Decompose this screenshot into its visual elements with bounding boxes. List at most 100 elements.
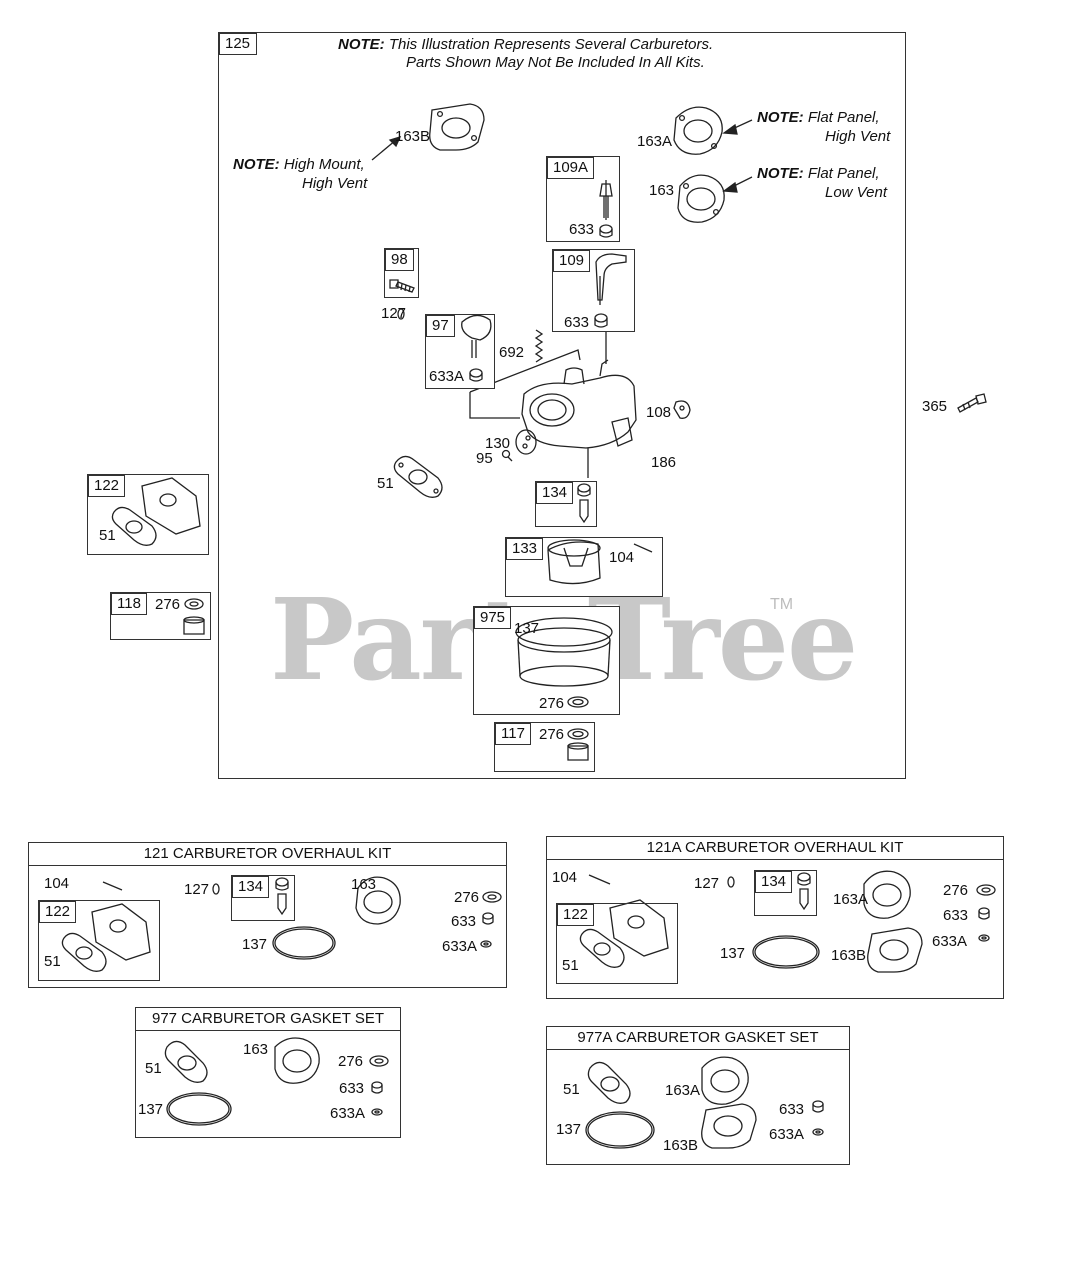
- note-flat-high-line2: High Vent: [825, 128, 891, 145]
- kit-121-label-633A[interactable]: 633A: [442, 938, 478, 955]
- fitting-365-shape: [958, 394, 986, 412]
- kit-121A-label-127[interactable]: 127: [694, 875, 720, 892]
- screw-98-shape-top: [390, 280, 414, 292]
- kit-121A-panel: 121A CARBURETOR OVERHAUL KIT: [546, 836, 1004, 999]
- ref-tag-97[interactable]: 97: [426, 315, 455, 337]
- kit-977-title: 977 CARBURETOR GASKET SET: [136, 1008, 400, 1031]
- kit-977-label-276[interactable]: 276: [338, 1053, 364, 1070]
- kit-121A-label-137[interactable]: 137: [720, 945, 746, 962]
- float-133-shape-top: [548, 540, 652, 584]
- kit977-gasket51: [165, 1041, 207, 1082]
- kit-121A-title: 121A CARBURETOR OVERHAUL KIT: [547, 837, 1003, 860]
- kit-121A-label-633A[interactable]: 633A: [932, 933, 968, 950]
- main-note: NOTE: This Illustration Represents Sever…: [338, 35, 713, 54]
- kit-121-box-122: [38, 900, 160, 981]
- watermark-trademark: TM: [770, 596, 794, 613]
- kit-977A-label-633[interactable]: 633: [779, 1101, 805, 1118]
- kit-121-label-163[interactable]: 163: [351, 876, 377, 893]
- kit-121-label-104[interactable]: 104: [44, 875, 70, 892]
- part-label-104[interactable]: 104: [609, 549, 635, 566]
- main-diagram-frame: [218, 32, 906, 779]
- screw-95-shape: [503, 451, 513, 462]
- part-label-51-side[interactable]: 51: [99, 527, 116, 544]
- kit977A-gasket163B: [702, 1104, 756, 1148]
- part-label-276-a[interactable]: 276: [155, 596, 181, 613]
- kit-121A-art: [546, 836, 1004, 999]
- gasket-51-shape: [394, 456, 442, 497]
- kit-121A-label-276[interactable]: 276: [943, 882, 969, 899]
- kit-977A-label-633A[interactable]: 633A: [769, 1126, 805, 1143]
- kit-121-label-137[interactable]: 137: [242, 936, 268, 953]
- part-label-163A[interactable]: 163A: [637, 133, 673, 150]
- arrowhead-163B: [390, 137, 400, 146]
- part-label-163B[interactable]: 163B: [395, 128, 431, 145]
- kit977A-633: [813, 1101, 823, 1112]
- spacer-122-shape-top: [112, 478, 200, 545]
- kit121-gasket163: [356, 877, 400, 924]
- kit-121A-tag-122[interactable]: 122: [557, 904, 595, 926]
- bowl-975-shape-top: [516, 618, 612, 707]
- arrow-163B: [372, 140, 396, 160]
- kit-121A-label-633[interactable]: 633: [943, 907, 969, 924]
- ref-tag-122-side[interactable]: 122: [88, 475, 126, 497]
- ref-tag-118[interactable]: 118: [111, 593, 147, 615]
- part-label-633A[interactable]: 633A: [429, 368, 465, 385]
- kit-977-label-137[interactable]: 137: [138, 1101, 164, 1118]
- kit-121-label-127[interactable]: 127: [184, 881, 210, 898]
- part-label-692[interactable]: 692: [499, 344, 525, 361]
- kit-977-label-633[interactable]: 633: [339, 1080, 365, 1097]
- part-label-186[interactable]: 186: [651, 454, 677, 471]
- kit-121-label-276[interactable]: 276: [454, 889, 480, 906]
- kit-121A-box-122: [556, 903, 678, 984]
- part-label-51[interactable]: 51: [377, 475, 394, 492]
- kit-977A-label-163A[interactable]: 163A: [665, 1082, 701, 1099]
- kit-977-label-633A[interactable]: 633A: [330, 1105, 366, 1122]
- kit-121A-label-51[interactable]: 51: [562, 957, 579, 974]
- ref-tag-117[interactable]: 117: [495, 723, 531, 745]
- ref-tag-98[interactable]: 98: [385, 249, 414, 271]
- part-label-137[interactable]: 137: [514, 620, 540, 637]
- part-label-276-b[interactable]: 276: [539, 695, 565, 712]
- kit-121-art: [28, 842, 508, 988]
- boxed-parts-art: [0, 0, 1067, 800]
- kit-121A-label-163B[interactable]: 163B: [831, 947, 867, 964]
- part-label-633-a[interactable]: 633: [569, 221, 595, 238]
- part-label-130[interactable]: 130: [485, 435, 511, 452]
- main-note-line2: Parts Shown May Not Be Included In All K…: [406, 54, 705, 71]
- main-note-prefix: NOTE:: [338, 36, 385, 53]
- ref-tag-133[interactable]: 133: [506, 538, 544, 560]
- kit-977-label-51[interactable]: 51: [145, 1060, 162, 1077]
- ref-tag-109[interactable]: 109: [553, 250, 591, 272]
- part-label-95[interactable]: 95: [476, 450, 493, 467]
- kit-977A-label-51[interactable]: 51: [563, 1081, 580, 1098]
- note-flat-low-line1: Flat Panel,: [807, 165, 880, 182]
- ref-tag-975[interactable]: 975: [474, 607, 512, 629]
- part-label-633-b[interactable]: 633: [564, 314, 590, 331]
- kit-977-label-163[interactable]: 163: [243, 1041, 269, 1058]
- kit-121A-box-134: [754, 870, 817, 916]
- part-label-365[interactable]: 365: [922, 398, 948, 415]
- note-flat-high-line1: Flat Panel,: [807, 109, 880, 126]
- ref-tag-109A[interactable]: 109A: [547, 157, 595, 179]
- kit-121A-label-163A[interactable]: 163A: [833, 891, 869, 908]
- kit-121-label-51[interactable]: 51: [44, 953, 61, 970]
- main-note-line1: This Illustration Represents Several Car…: [388, 36, 714, 53]
- kit-977A-panel: 977A CARBURETOR GASKET SET: [546, 1026, 850, 1165]
- part-label-127[interactable]: 127: [381, 305, 407, 322]
- ref-tag-134[interactable]: 134: [536, 482, 574, 504]
- ref-tag-125[interactable]: 125: [219, 33, 257, 55]
- kit-121-tag-134[interactable]: 134: [232, 876, 270, 898]
- part-label-108[interactable]: 108: [646, 404, 672, 421]
- part-label-276-c[interactable]: 276: [539, 726, 565, 743]
- kit-121-label-633[interactable]: 633: [451, 913, 477, 930]
- nut-117-shape-top: [568, 729, 588, 760]
- kit-121A-label-104[interactable]: 104: [552, 869, 578, 886]
- kit-121A-tag-134[interactable]: 134: [755, 871, 793, 893]
- note-flat-low-line2: Low Vent: [825, 184, 887, 201]
- kit121A-633: [979, 908, 989, 919]
- kit-977A-label-137[interactable]: 137: [556, 1121, 582, 1138]
- note-flat-low: NOTE: Flat Panel,: [757, 164, 880, 183]
- kit-121-tag-122[interactable]: 122: [39, 901, 77, 923]
- part-label-163[interactable]: 163: [649, 182, 675, 199]
- kit-977A-label-163B[interactable]: 163B: [663, 1137, 699, 1154]
